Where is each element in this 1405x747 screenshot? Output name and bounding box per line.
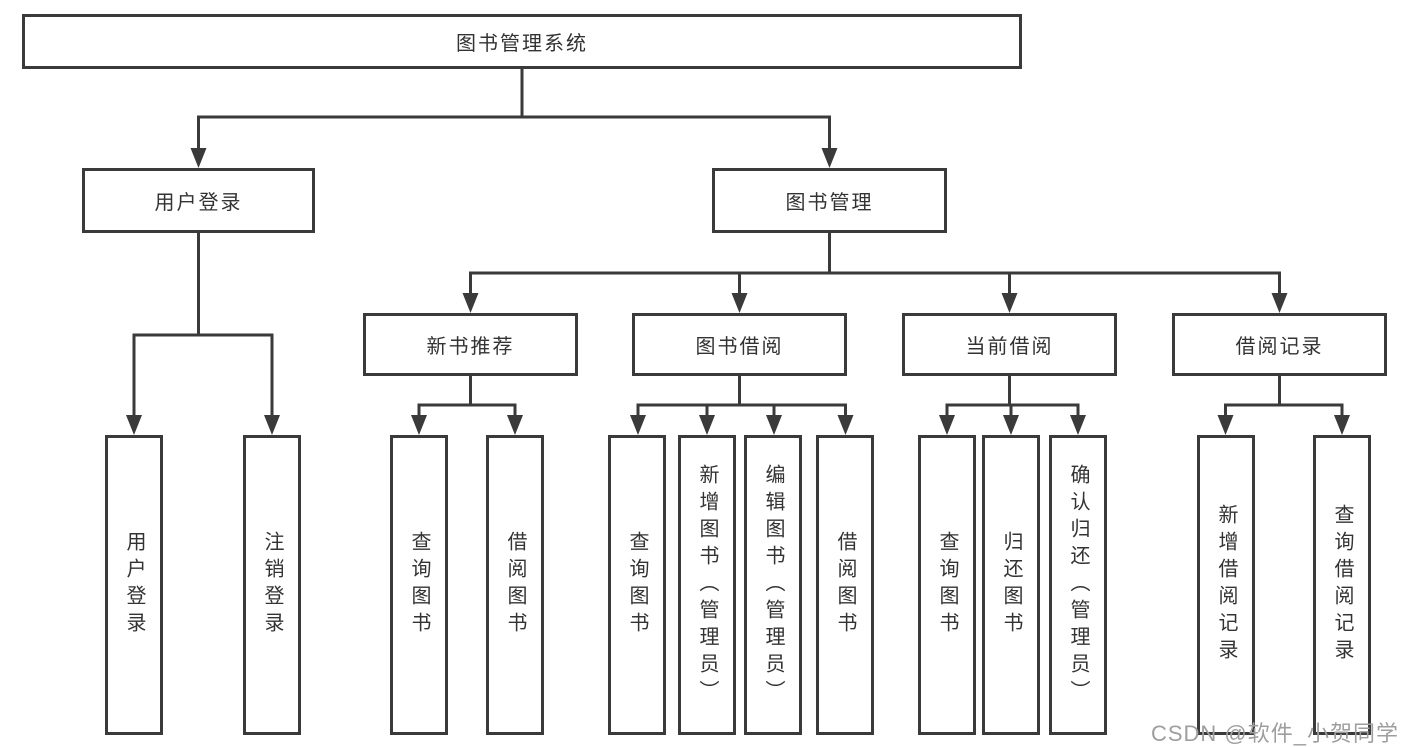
connector-skeleton: [132, 66, 1344, 421]
node-book-management: 图书管理: [712, 168, 947, 233]
leaf-borrow-books: 借阅图书: [816, 435, 874, 735]
leaf-label: 查询图书: [626, 531, 648, 639]
leaf-label: 借阅图书: [504, 531, 526, 639]
leaf-label: 查询图书: [936, 531, 958, 639]
csdn-watermark: CSDN @软件_小贺同学: [1150, 721, 1399, 746]
leaf-add-books-admin: 新增图书（管理员）: [678, 435, 736, 735]
leaf-query-books-borrow: 查询图书: [608, 435, 666, 735]
leaf-label: 新增图书（管理员）: [696, 463, 718, 707]
leaf-label: 编辑图书（管理员）: [762, 463, 784, 707]
node-current-borrowing: 当前借阅: [902, 313, 1117, 376]
node-label: 用户登录: [154, 192, 243, 214]
node-borrowing-records: 借阅记录: [1172, 313, 1387, 376]
leaf-query-books-current: 查询图书: [918, 435, 976, 735]
leaf-add-borrow-record: 新增借阅记录: [1197, 435, 1255, 735]
leaf-label: 借阅图书: [834, 531, 856, 639]
leaf-edit-books-admin: 编辑图书（管理员）: [744, 435, 802, 735]
node-label: 图书管理: [785, 192, 874, 214]
leaf-label: 归还图书: [1000, 531, 1022, 639]
node-library-management-system: 图书管理系统: [22, 14, 1022, 69]
node-label: 新书推荐: [426, 336, 515, 358]
node-label: 图书借阅: [695, 336, 784, 358]
node-book-borrowing: 图书借阅: [632, 313, 847, 376]
leaf-query-books-recommend: 查询图书: [390, 435, 448, 735]
leaf-borrow-books-recommend: 借阅图书: [486, 435, 544, 735]
leaf-confirm-return-admin: 确认归还（管理员）: [1049, 435, 1107, 735]
node-new-book-recommendation: 新书推荐: [363, 313, 578, 376]
leaf-label: 查询图书: [408, 531, 430, 639]
leaf-return-books: 归还图书: [982, 435, 1040, 735]
node-label: 借阅记录: [1235, 336, 1324, 358]
leaf-label: 用户登录: [123, 531, 145, 639]
node-label: 当前借阅: [965, 336, 1054, 358]
leaf-query-borrow-record: 查询借阅记录: [1313, 435, 1371, 735]
node-user-login: 用户登录: [82, 168, 315, 233]
leaf-label: 注销登录: [261, 531, 283, 639]
node-label: 图书管理系统: [456, 33, 588, 55]
leaf-label: 新增借阅记录: [1215, 504, 1237, 666]
leaf-label: 查询借阅记录: [1331, 504, 1353, 666]
leaf-user-login: 用户登录: [105, 435, 163, 735]
leaf-logout: 注销登录: [243, 435, 301, 735]
leaf-label: 确认归还（管理员）: [1067, 463, 1089, 707]
